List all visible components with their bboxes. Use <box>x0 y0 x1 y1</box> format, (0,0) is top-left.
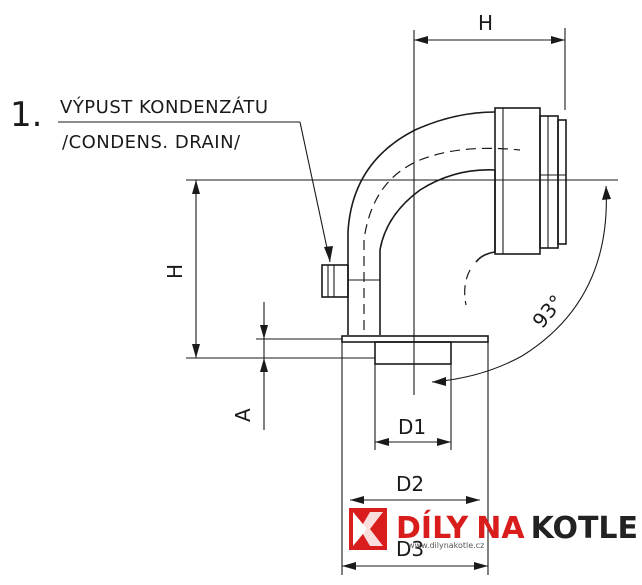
note-line-en: /CONDENS. DRAIN/ <box>62 132 241 153</box>
elbow-base-flange <box>256 335 489 365</box>
dimension-d2: D2 <box>341 342 489 575</box>
dimension-d1: D1 <box>374 364 452 450</box>
dimension-angle: 93° <box>431 185 611 386</box>
watermark-url: www.dilynakotle.cz <box>408 541 484 550</box>
watermark-brand-part2: NA <box>476 511 525 546</box>
note-line-cz: VÝPUST KONDENZÁTU <box>60 96 269 118</box>
dim-label-h-top: H <box>478 11 493 35</box>
dim-label-d1: D1 <box>398 415 426 439</box>
watermark-brand-part1: DÍLY <box>396 510 470 546</box>
watermark-brand-part3: KOTLE <box>531 511 638 546</box>
elbow-body <box>347 107 567 335</box>
dim-label-d2: D2 <box>396 472 424 496</box>
dimension-d3: D3 <box>342 537 488 570</box>
dimension-h-top: H <box>413 11 566 395</box>
dim-label-a: A <box>231 408 255 422</box>
dimension-a: A <box>231 302 268 430</box>
dim-label-d3: D3 <box>396 537 424 561</box>
note-number: 1. <box>10 95 42 135</box>
condensate-drain-note: 1. VÝPUST KONDENZÁTU /CONDENS. DRAIN/ <box>10 95 333 263</box>
dim-label-angle: 93° <box>527 290 568 333</box>
dimension-h-left: H <box>163 179 618 359</box>
dim-label-h-left: H <box>163 264 187 279</box>
drain-stub <box>321 264 380 298</box>
